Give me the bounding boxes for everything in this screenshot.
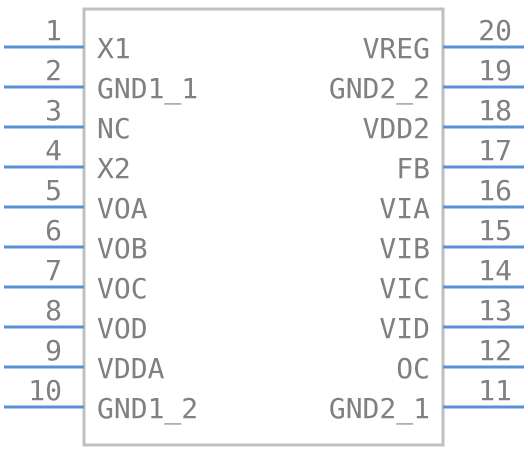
pin-label: VOB — [97, 232, 148, 265]
pin-label: VIB — [379, 232, 430, 265]
pin-label: GND2_2 — [329, 72, 430, 106]
pin-number: 5 — [45, 174, 62, 207]
ic-body-outline — [82, 7, 445, 447]
pin-number: 14 — [478, 254, 512, 287]
pin-number: 16 — [478, 174, 512, 207]
pin-number: 18 — [478, 94, 512, 127]
pin-label: FB — [396, 152, 430, 185]
pin-number: 20 — [478, 14, 512, 47]
pin-label: GND1_1 — [97, 72, 198, 106]
pin-label: VIA — [379, 192, 430, 225]
pin-number: 8 — [45, 294, 62, 327]
pin-label: X1 — [97, 32, 131, 65]
pin-number: 7 — [45, 254, 62, 287]
pin-label: NC — [97, 112, 131, 145]
pin-label: VOD — [97, 312, 148, 345]
pin-number: 17 — [478, 134, 512, 167]
pin-number: 12 — [478, 334, 512, 367]
pin-label: GND1_2 — [97, 392, 198, 426]
pin-label: GND2_1 — [329, 392, 430, 426]
pin-label: VOA — [97, 192, 148, 225]
pin-number: 15 — [478, 214, 512, 247]
pin-label: VDD2 — [363, 112, 430, 145]
pin-label: OC — [396, 352, 430, 385]
pin-number: 10 — [28, 374, 62, 407]
pin-number: 3 — [45, 94, 62, 127]
pin-number: 6 — [45, 214, 62, 247]
pin-number: 2 — [45, 54, 62, 87]
pin-number: 9 — [45, 334, 62, 367]
pin-number: 13 — [478, 294, 512, 327]
pin-number: 4 — [45, 134, 62, 167]
pin-number: 19 — [478, 54, 512, 87]
pin-label: VID — [379, 312, 430, 345]
pin-label: VREG — [363, 32, 430, 65]
pin-number: 1 — [45, 14, 62, 47]
pin-label: VIC — [379, 272, 430, 305]
pin-label: X2 — [97, 152, 131, 185]
pin-number: 11 — [478, 374, 512, 407]
pin-label: VOC — [97, 272, 148, 305]
pin-label: VDDA — [97, 352, 165, 385]
